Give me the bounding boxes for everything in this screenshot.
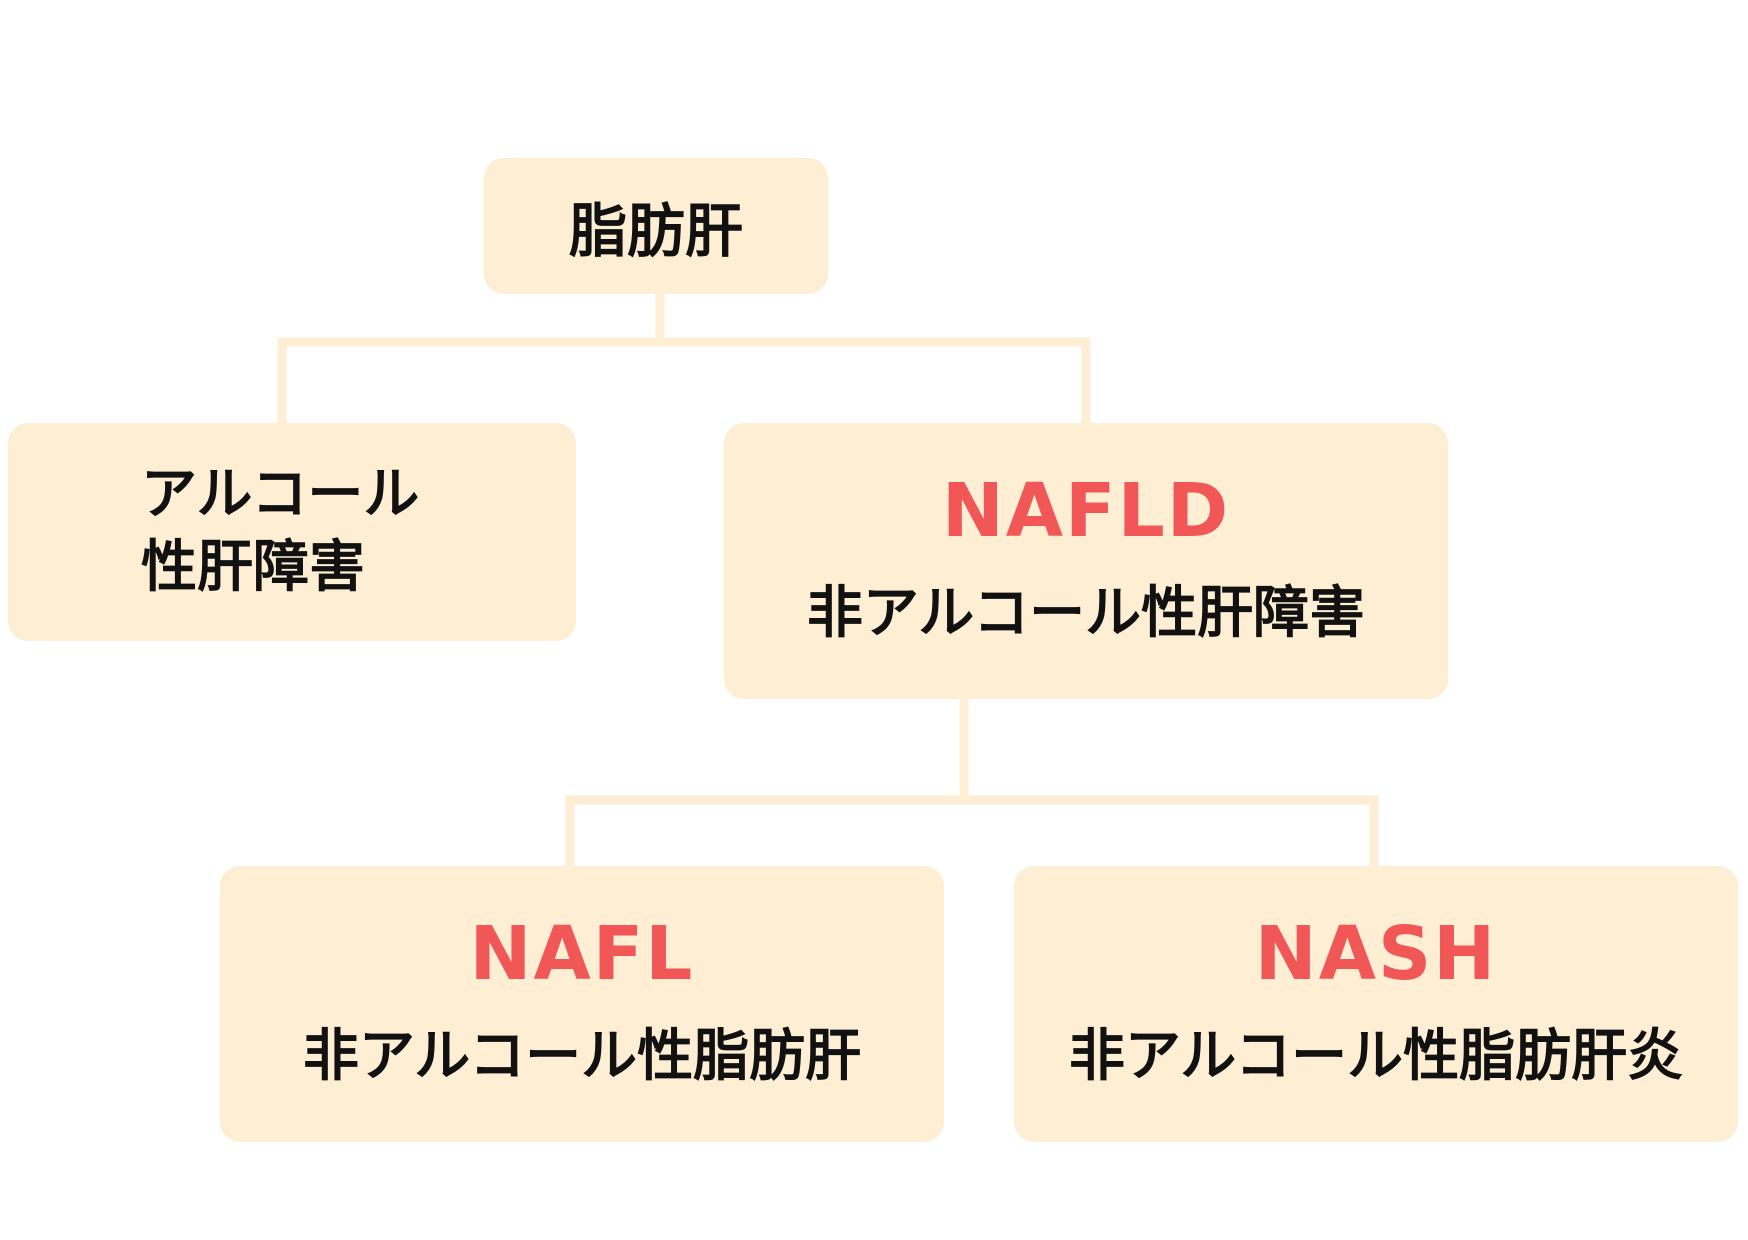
nafl-label: 非アルコール性脂肪肝 — [302, 1023, 862, 1089]
connector-root-to-nafld — [660, 337, 1091, 423]
node-alcoholic-liver-disease: アルコール 性肝障害 — [8, 423, 576, 641]
node-fatty-liver: 脂肪肝 — [484, 158, 828, 294]
node-nafld: NAFLD 非アルコール性肝障害 — [724, 423, 1448, 699]
connector-nafld-to-nafl — [565, 699, 969, 866]
nash-label: 非アルコール性脂肪肝炎 — [1068, 1023, 1684, 1089]
nafld-abbreviation: NAFLD — [941, 467, 1231, 554]
alcoholic-label-line1: アルコール — [141, 462, 420, 528]
node-nash: NASH 非アルコール性脂肪肝炎 — [1014, 866, 1738, 1142]
connector-nafld-to-nash — [964, 795, 1379, 866]
node-nafl: NAFL 非アルコール性脂肪肝 — [220, 866, 944, 1142]
fatty-liver-label: 脂肪肝 — [568, 197, 743, 265]
connector-root-to-children — [277, 294, 665, 423]
alcoholic-label-line2: 性肝障害 — [141, 535, 365, 600]
nafld-label: 非アルコール性肝障害 — [806, 580, 1366, 646]
nafl-abbreviation: NAFL — [469, 910, 695, 997]
nash-abbreviation: NASH — [1254, 910, 1498, 997]
